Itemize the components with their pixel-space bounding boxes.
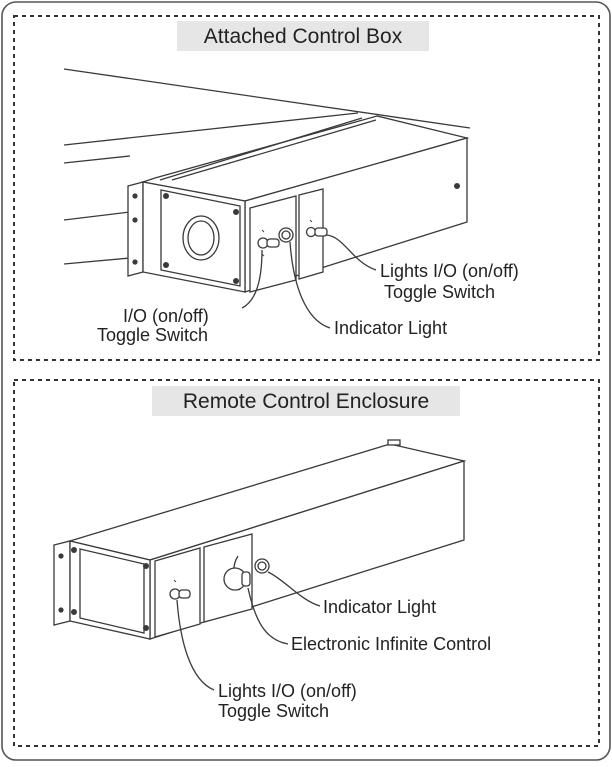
callout-indicator-light-top: Indicator Light bbox=[334, 318, 447, 338]
remote-enclosure-drawing bbox=[53, 439, 467, 640]
leader-lights-toggle-bottom bbox=[176, 599, 215, 691]
callout-io-toggle-line2: Toggle Switch bbox=[97, 325, 208, 345]
bottom-panel-title-bg bbox=[152, 386, 460, 416]
leader-indicator-light-bottom bbox=[267, 571, 321, 607]
bottom-panel-dashed-border bbox=[13, 379, 600, 747]
callout-lights-toggle-bottom-line1: Lights I/O (on/off) bbox=[218, 681, 357, 701]
callout-electronic-infinite-control: Electronic Infinite Control bbox=[291, 634, 491, 654]
callout-lights-toggle-top-line1: Lights I/O (on/off) bbox=[380, 261, 519, 281]
callout-io-toggle-line1: I/O (on/off) bbox=[123, 306, 209, 326]
leader-lights-toggle-top bbox=[325, 234, 377, 271]
attached-control-box-panel: Attached Control Box bbox=[13, 15, 600, 361]
leader-electronic-infinite-control bbox=[247, 587, 289, 645]
callout-indicator-light-bottom: Indicator Light bbox=[323, 597, 436, 617]
leader-indicator-light-top bbox=[289, 241, 331, 329]
callout-lights-toggle-bottom-line2: Toggle Switch bbox=[218, 701, 329, 721]
remote-control-enclosure-panel: Remote Control Enclosure bbox=[13, 379, 600, 747]
callout-lights-toggle-top-line2: Toggle Switch bbox=[384, 282, 495, 302]
top-panel-title: Attached Control Box bbox=[204, 25, 403, 48]
range-cabinet-drawing bbox=[63, 68, 471, 265]
bottom-panel-title: Remote Control Enclosure bbox=[183, 390, 429, 413]
attached-control-box-drawing bbox=[127, 115, 470, 293]
top-panel-title-bg bbox=[177, 21, 429, 51]
leader-io-toggle bbox=[241, 249, 263, 309]
